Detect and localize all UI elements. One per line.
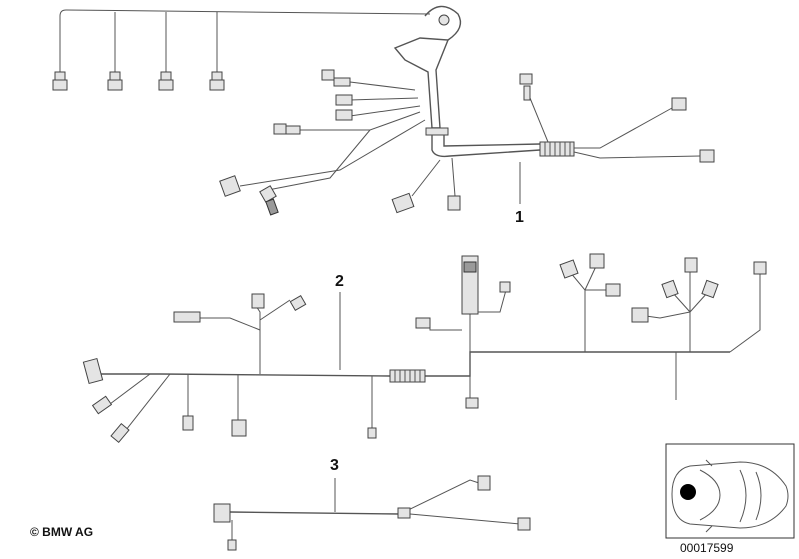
connector	[684, 257, 698, 273]
connector	[391, 192, 415, 214]
car-top-view-icon	[671, 459, 789, 533]
connector	[447, 195, 461, 211]
connector	[335, 109, 353, 121]
connector	[415, 317, 431, 329]
connector	[289, 294, 307, 312]
corrugated-sleeve	[389, 369, 426, 383]
connector	[158, 71, 174, 91]
part-number-3: 3	[330, 457, 339, 474]
location-marker-icon	[680, 484, 696, 500]
connector	[701, 279, 719, 299]
connector	[753, 261, 767, 275]
connector	[91, 395, 113, 415]
connector	[251, 293, 265, 309]
relay-box	[461, 255, 479, 315]
connector	[519, 73, 533, 101]
part-number-2: 2	[335, 273, 344, 290]
copyright-label: © BMW AG	[30, 525, 93, 539]
image-code-label: 00017599	[680, 541, 734, 555]
connector	[213, 503, 231, 523]
connector	[273, 123, 301, 135]
connector	[110, 422, 130, 444]
connector	[231, 419, 247, 437]
part-number-1: 1	[515, 209, 524, 226]
connector	[107, 71, 123, 91]
harness-1: 1	[52, 5, 715, 226]
connector	[219, 175, 241, 197]
connector	[631, 307, 649, 323]
connector	[182, 415, 194, 431]
harness-3: 3	[213, 457, 531, 551]
vehicle-location-inset	[665, 443, 795, 539]
connector	[321, 69, 351, 87]
connector	[227, 539, 237, 551]
connector	[699, 149, 715, 163]
connector	[52, 71, 68, 91]
connector	[367, 427, 377, 439]
harness-2: 2	[82, 253, 767, 444]
connector	[465, 397, 479, 409]
connector	[335, 94, 353, 106]
connector	[259, 185, 279, 216]
corrugated-sleeve	[539, 141, 575, 157]
connector	[605, 283, 621, 297]
connector	[589, 253, 605, 269]
connector	[661, 279, 679, 299]
connector	[209, 71, 225, 91]
connector	[397, 507, 411, 519]
connector	[559, 259, 579, 279]
connector	[477, 475, 491, 491]
connector	[517, 517, 531, 531]
connector	[173, 311, 201, 323]
connector	[671, 97, 687, 111]
connector	[82, 357, 104, 385]
connector	[499, 281, 511, 293]
